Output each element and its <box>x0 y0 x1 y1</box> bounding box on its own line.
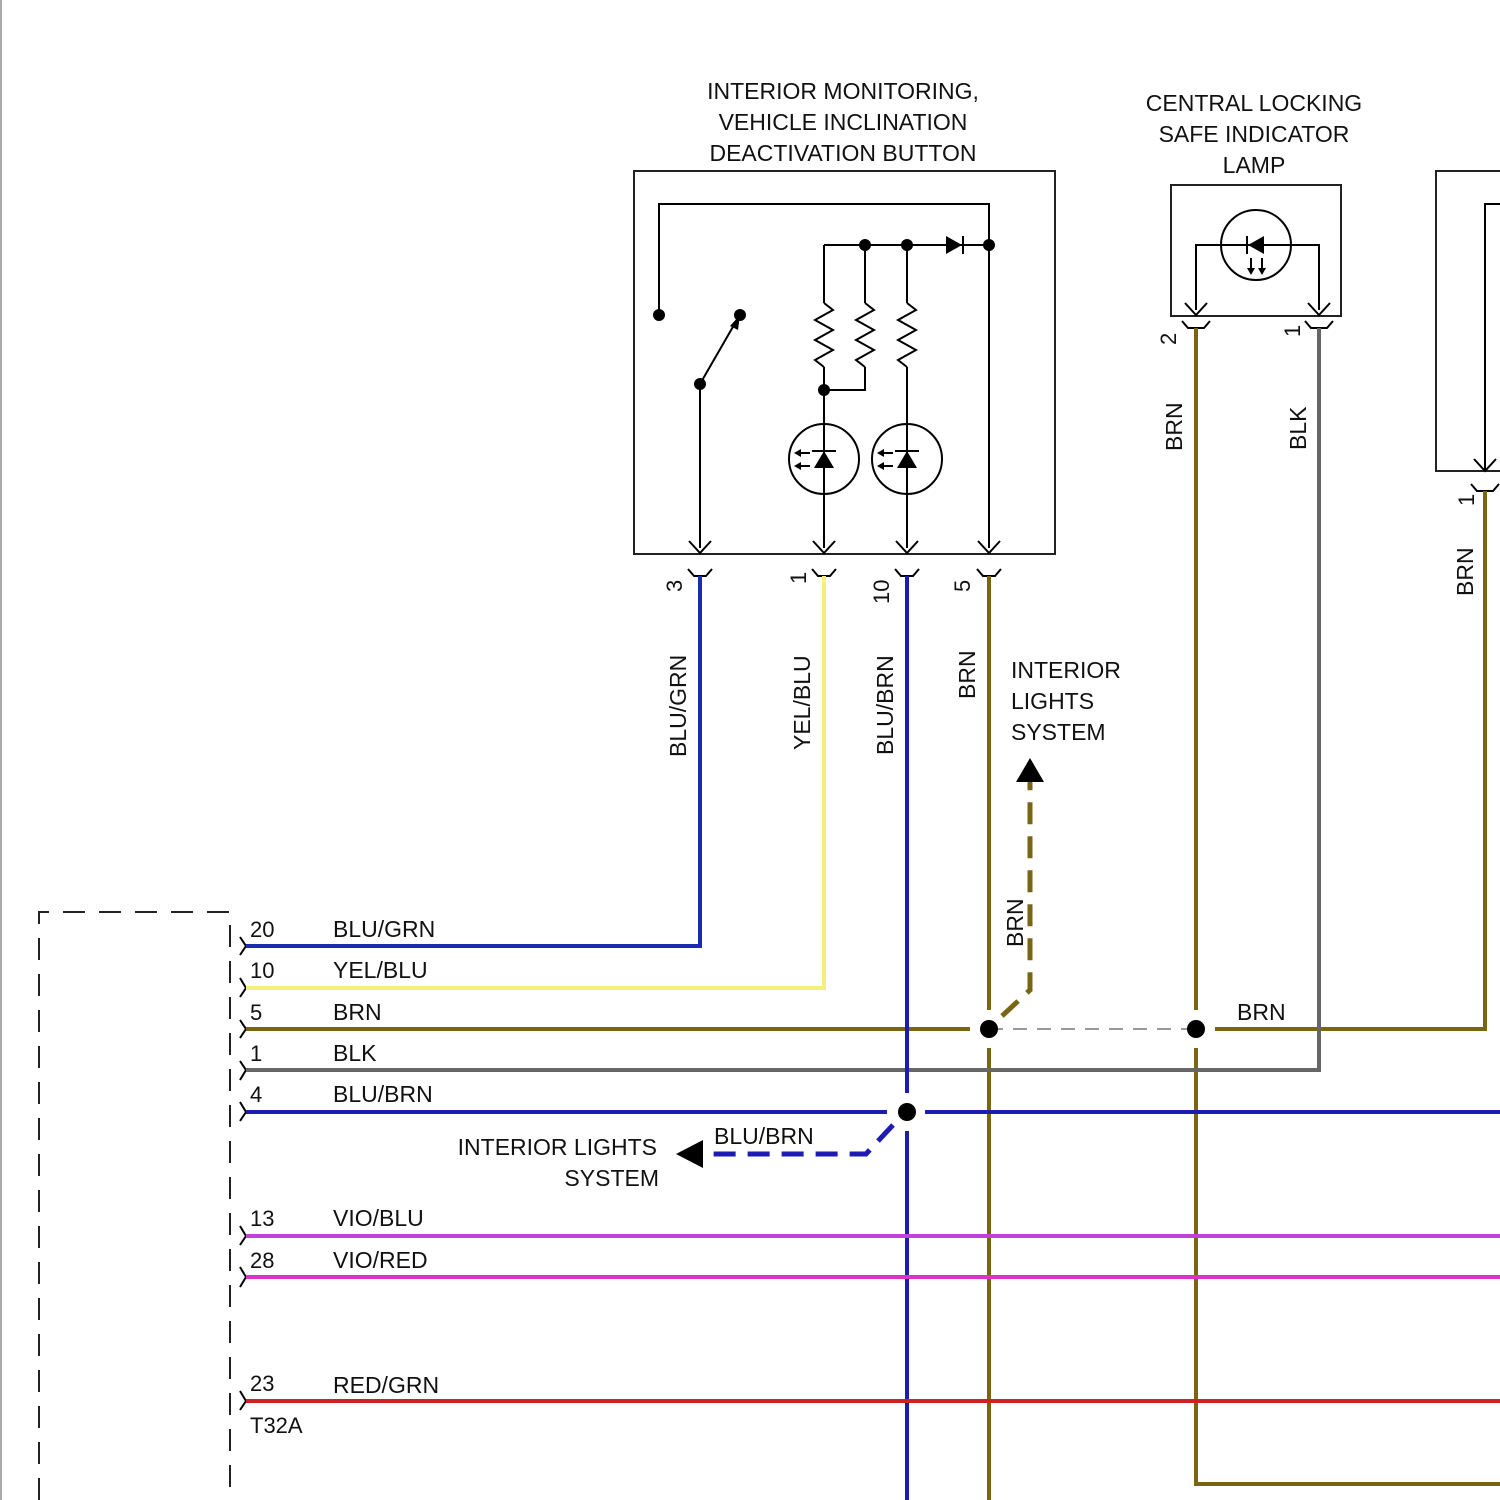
connector-t32a: 20 10 5 1 4 13 28 23 T32A BLU/GRN YEL/BL… <box>39 912 439 1500</box>
deactivation-button-title-1: INTERIOR MONITORING, <box>707 78 979 104</box>
switch-blade <box>700 325 734 384</box>
resistor-icon <box>898 303 916 367</box>
connector-pin: 23 <box>250 1371 274 1396</box>
pin-label: 2 <box>1156 333 1181 345</box>
lamp-diode-icon <box>1248 236 1264 254</box>
deactivation-button-title-2: VEHICLE INCLINATION <box>719 109 968 135</box>
wire-label: VIO/RED <box>333 1247 428 1273</box>
resistor-parallel-link <box>824 367 865 390</box>
right-component: 1 <box>1436 171 1500 506</box>
pin-label: 1 <box>1454 494 1479 506</box>
lamp-title-1: CENTRAL LOCKING <box>1146 90 1362 116</box>
wire-label: BLU/BRN <box>333 1081 433 1107</box>
reference-label: SYSTEM <box>1011 719 1106 745</box>
switch-contact-fixed <box>653 309 665 321</box>
wire-label-vertical: BRN <box>1161 402 1187 451</box>
pin-label: 10 <box>869 580 894 604</box>
junction-dot <box>818 384 830 396</box>
reference-label: INTERIOR <box>1011 657 1121 683</box>
splice-dot <box>980 1020 998 1038</box>
wire-brn-right[interactable] <box>1215 491 1485 1029</box>
lamp-title-3: LAMP <box>1223 152 1286 178</box>
connector-cup <box>1182 321 1210 328</box>
resistor-icon <box>856 303 874 367</box>
wire-label-vertical: BLU/BRN <box>872 655 898 755</box>
pin-label: 1 <box>786 572 811 584</box>
terminal-arrows <box>689 541 1000 553</box>
reference-label: SYSTEM <box>564 1165 659 1191</box>
resistor-icon <box>815 303 833 367</box>
wire-label: RED/GRN <box>333 1372 439 1398</box>
connector-pin: 10 <box>250 958 274 983</box>
wire-label: BLU/GRN <box>333 916 435 942</box>
connector-cup <box>1471 484 1499 491</box>
reference-label: INTERIOR LIGHTS <box>458 1134 657 1160</box>
lamp-title-2: SAFE INDICATOR <box>1159 121 1350 147</box>
pin-label: 3 <box>662 580 687 592</box>
junction-dot <box>983 239 995 251</box>
wire-label-vertical: BLK <box>1285 406 1311 450</box>
connector-pin: 1 <box>250 1041 262 1066</box>
wire-label: BRN <box>1237 999 1286 1025</box>
wire-blu-grn[interactable] <box>246 576 700 946</box>
right-component-circuit <box>1485 204 1500 470</box>
diode-icon <box>946 236 962 254</box>
reference-label: LIGHTS <box>1011 688 1094 714</box>
connector-pin: 4 <box>250 1082 262 1107</box>
wire-label-vertical: YEL/BLU <box>789 655 815 750</box>
wires <box>246 328 1500 1500</box>
wire-label-vertical: BRN <box>954 650 980 699</box>
lamp-circuit <box>1196 245 1319 310</box>
splice-dot <box>898 1103 916 1121</box>
module-outline <box>39 912 230 1500</box>
wire-label: BLK <box>333 1040 377 1066</box>
right-component-box <box>1436 171 1500 471</box>
connector-cups <box>688 569 1001 576</box>
splice-dot <box>1187 1020 1205 1038</box>
connector-pin: 13 <box>250 1206 274 1231</box>
wire-label: BLU/BRN <box>714 1123 814 1149</box>
deactivation-button-component: INTERIOR MONITORING, VEHICLE INCLINATION… <box>634 78 1055 604</box>
connector-pin: 20 <box>250 917 274 942</box>
connector-cup <box>1305 321 1333 328</box>
pin-label: 1 <box>1280 325 1305 337</box>
connector-pin: 5 <box>250 1000 262 1025</box>
deactivation-button-box <box>634 171 1055 554</box>
arrow-up-icon <box>1016 758 1044 782</box>
wire-label-vertical: BRN <box>1452 547 1478 596</box>
wire-label: BRN <box>333 999 382 1025</box>
deactivation-button-title-3: DEACTIVATION BUTTON <box>709 140 976 166</box>
wire-label: YEL/BLU <box>333 957 428 983</box>
wire-label-vertical: BLU/GRN <box>665 655 691 757</box>
wire-label-vertical: BRN <box>1002 898 1028 947</box>
safe-indicator-lamp-component: CENTRAL LOCKING SAFE INDICATOR LAMP 2 1 <box>1146 90 1362 345</box>
connector-brackets <box>240 937 246 1410</box>
arrow-left-icon <box>676 1140 703 1168</box>
connector-name: T32A <box>250 1413 303 1438</box>
wire-label: VIO/BLU <box>333 1205 424 1231</box>
pin-label: 5 <box>950 580 975 592</box>
connector-pin: 28 <box>250 1248 274 1273</box>
